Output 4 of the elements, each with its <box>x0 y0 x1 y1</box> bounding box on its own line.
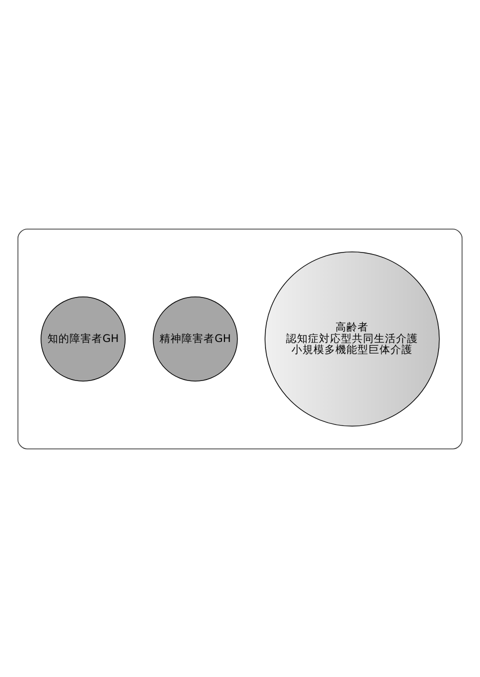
node-circle: 高齢者 認知症対応型共同生活介護 小規模多機能型巨体介護 <box>264 250 440 426</box>
node-circle: 知的障害者GH <box>40 296 126 381</box>
node-circle: 精神障害者GH <box>152 296 238 381</box>
cluster <box>18 228 462 449</box>
